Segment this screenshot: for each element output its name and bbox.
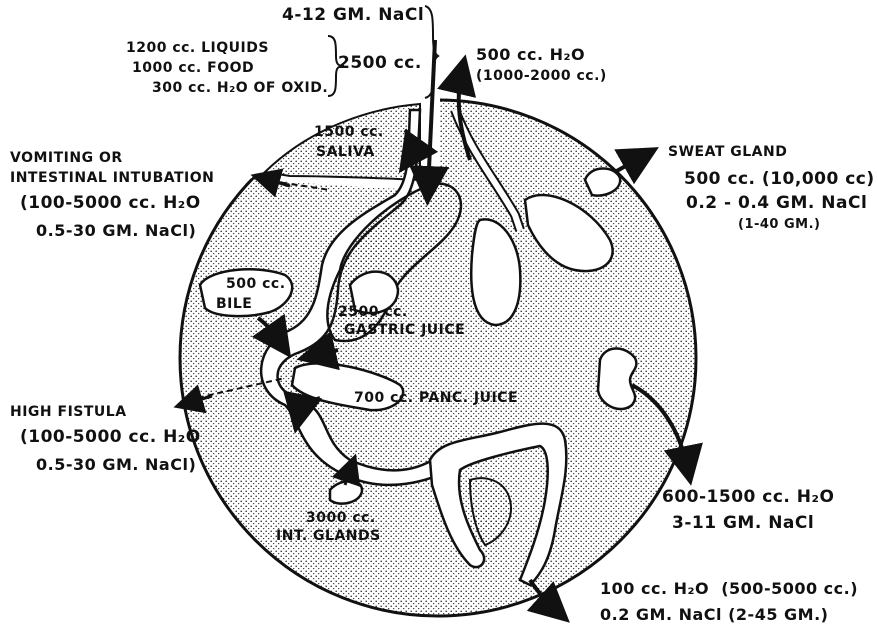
sweat-water-label: 500 cc. (10,000 cc) [684, 170, 875, 190]
sweat-arrow [615, 155, 645, 172]
intake-oxid-label: 300 cc. H₂O OF OXID. [152, 80, 328, 96]
intake-salt-label: 4-12 GM. NaCl [282, 6, 424, 26]
int-gland-label: INT. GLANDS [276, 528, 381, 544]
intubation-label: INTESTINAL INTUBATION [10, 170, 214, 186]
feces-salt-label: 0.2 GM. NaCl (2-45 GM.) [600, 606, 828, 624]
sweat-range-label: (1-40 GM.) [738, 218, 821, 233]
sweat-salt-label: 0.2 - 0.4 GM. NaCl [686, 194, 867, 214]
gastric-volume-label: 2500 cc. [338, 304, 408, 320]
vomiting-salt-label: 0.5-30 GM. NaCl) [36, 222, 196, 240]
lung-water-label: 500 cc. H₂O [476, 46, 585, 64]
fistula-water-label: (100-5000 cc. H₂O [20, 428, 201, 448]
kidney [598, 348, 636, 409]
intake-liquids-label: 1200 cc. LIQUIDS [126, 40, 269, 56]
vomiting-water-label: (100-5000 cc. H₂O [20, 194, 201, 214]
int-gland-volume-label: 3000 cc. [306, 510, 376, 526]
panc-label: 700 cc. PANC. JUICE [354, 390, 518, 406]
intake-total-label: 2500 cc. [338, 54, 422, 74]
fistula-label: HIGH FISTULA [10, 404, 127, 420]
fistula-salt-label: 0.5-30 GM. NaCl) [36, 456, 196, 474]
saliva-volume-label: 1500 cc. [314, 124, 384, 140]
urine-salt-label: 3-11 GM. NaCl [672, 514, 814, 534]
bile-volume-label: 500 cc. [226, 276, 286, 292]
urine-water-label: 600-1500 cc. H₂O [662, 488, 834, 508]
vomiting-label: VOMITING OR [10, 150, 123, 166]
sweat-title-label: SWEAT GLAND [668, 144, 787, 160]
lung-range-label: (1000-2000 cc.) [476, 68, 607, 84]
bile-label: BILE [216, 296, 252, 312]
gastric-label: GASTRIC JUICE [344, 322, 465, 338]
intake-food-label: 1000 cc. FOOD [132, 60, 254, 76]
saliva-label: SALIVA [316, 144, 375, 160]
feces-water-label: 100 cc. H₂O (500-5000 cc.) [600, 580, 858, 598]
